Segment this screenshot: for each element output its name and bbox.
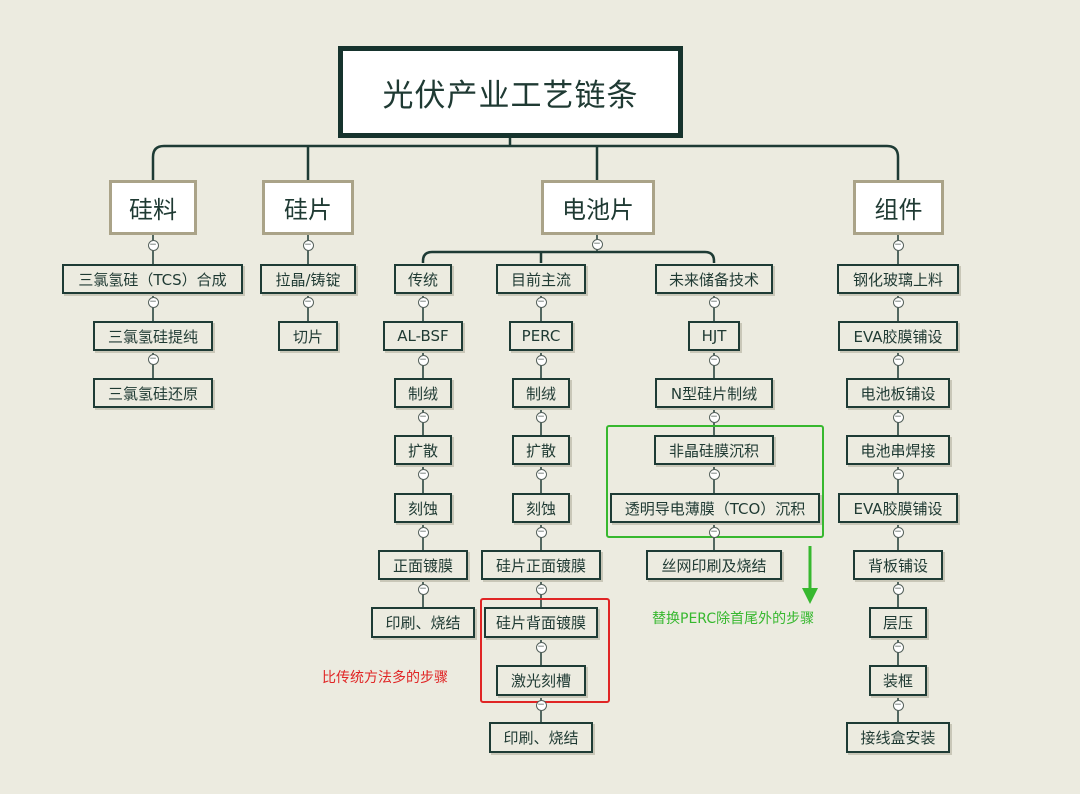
step-framing[interactable]: 装框 — [869, 665, 927, 696]
collapse-toggle-icon[interactable]: − — [535, 468, 547, 480]
step-eva-laying[interactable]: EVA胶膜铺设 — [838, 321, 958, 351]
step-backsheet-laying[interactable]: 背板铺设 — [853, 550, 943, 580]
collapse-toggle-icon[interactable]: − — [147, 296, 159, 308]
branch-future[interactable]: 未来储备技术 — [655, 264, 773, 294]
branch-traditional[interactable]: 传统 — [394, 264, 452, 294]
step-amorphous-deposition[interactable]: 非晶硅膜沉积 — [654, 435, 774, 465]
step-printing-sintering[interactable]: 印刷、烧结 — [489, 722, 593, 753]
step-tcs-purification[interactable]: 三氯氢硅提纯 — [93, 321, 213, 351]
step-perc[interactable]: PERC — [509, 321, 573, 351]
root-title: 光伏产业工艺链条 — [338, 46, 683, 138]
down-arrow-icon — [802, 546, 818, 604]
collapse-toggle-icon[interactable]: − — [892, 583, 904, 595]
step-al-bsf[interactable]: AL-BSF — [383, 321, 463, 351]
collapse-toggle-icon[interactable]: − — [892, 296, 904, 308]
collapse-toggle-icon[interactable]: − — [302, 296, 314, 308]
collapse-toggle-icon[interactable]: − — [892, 354, 904, 366]
step-texturing[interactable]: 制绒 — [512, 378, 570, 408]
collapse-toggle-icon[interactable]: − — [417, 526, 429, 538]
collapse-toggle-icon[interactable]: − — [535, 411, 547, 423]
step-printing-sintering[interactable]: 印刷、烧结 — [371, 607, 475, 638]
step-tcs-synthesis[interactable]: 三氯氢硅（TCS）合成 — [62, 264, 243, 294]
collapse-toggle-icon[interactable]: − — [892, 468, 904, 480]
collapse-toggle-icon[interactable]: − — [892, 641, 904, 653]
collapse-toggle-icon[interactable]: − — [708, 468, 720, 480]
collapse-toggle-icon[interactable]: − — [591, 238, 603, 250]
step-lamination[interactable]: 层压 — [869, 607, 927, 638]
collapse-toggle-icon[interactable]: − — [535, 296, 547, 308]
collapse-toggle-icon[interactable]: − — [535, 699, 547, 711]
step-hjt[interactable]: HJT — [688, 321, 740, 351]
collapse-toggle-icon[interactable]: − — [892, 526, 904, 538]
step-texturing[interactable]: 制绒 — [394, 378, 452, 408]
collapse-toggle-icon[interactable]: − — [535, 583, 547, 595]
step-tempered-glass-loading[interactable]: 钢化玻璃上料 — [837, 264, 959, 294]
collapse-toggle-icon[interactable]: − — [535, 641, 547, 653]
collapse-toggle-icon[interactable]: − — [302, 239, 314, 251]
step-laser-grooving[interactable]: 激光刻槽 — [496, 665, 586, 696]
collapse-toggle-icon[interactable]: − — [892, 699, 904, 711]
step-etching[interactable]: 刻蚀 — [512, 493, 570, 523]
category-wafer[interactable]: 硅片 — [262, 180, 354, 235]
step-screen-printing-sintering[interactable]: 丝网印刷及烧结 — [646, 550, 782, 580]
category-module[interactable]: 组件 — [853, 180, 944, 235]
step-diffusion[interactable]: 扩散 — [394, 435, 452, 465]
step-crystal-pulling[interactable]: 拉晶/铸锭 — [260, 264, 356, 294]
collapse-toggle-icon[interactable]: − — [147, 353, 159, 365]
branch-mainstream[interactable]: 目前主流 — [496, 264, 586, 294]
collapse-toggle-icon[interactable]: − — [892, 411, 904, 423]
step-diffusion[interactable]: 扩散 — [512, 435, 570, 465]
collapse-toggle-icon[interactable]: − — [417, 468, 429, 480]
step-tco-deposition[interactable]: 透明导电薄膜（TCO）沉积 — [610, 493, 820, 523]
extra-steps-note: 比传统方法多的步骤 — [322, 670, 448, 686]
step-eva-laying-2[interactable]: EVA胶膜铺设 — [838, 493, 958, 523]
collapse-toggle-icon[interactable]: − — [535, 354, 547, 366]
collapse-toggle-icon[interactable]: − — [417, 354, 429, 366]
step-slicing[interactable]: 切片 — [278, 321, 338, 351]
step-etching[interactable]: 刻蚀 — [394, 493, 452, 523]
collapse-toggle-icon[interactable]: − — [417, 583, 429, 595]
collapse-toggle-icon[interactable]: − — [708, 354, 720, 366]
step-string-welding[interactable]: 电池串焊接 — [846, 435, 950, 465]
collapse-toggle-icon[interactable]: − — [417, 411, 429, 423]
step-junction-box-install[interactable]: 接线盒安装 — [846, 722, 950, 753]
step-front-coating[interactable]: 正面镀膜 — [378, 550, 468, 580]
step-wafer-back-coating[interactable]: 硅片背面镀膜 — [484, 607, 598, 638]
collapse-toggle-icon[interactable]: − — [708, 411, 720, 423]
collapse-toggle-icon[interactable]: − — [147, 239, 159, 251]
collapse-toggle-icon[interactable]: − — [417, 296, 429, 308]
collapse-toggle-icon[interactable]: − — [708, 296, 720, 308]
category-silicon-material[interactable]: 硅料 — [109, 180, 197, 235]
step-wafer-front-coating[interactable]: 硅片正面镀膜 — [481, 550, 601, 580]
step-cell-board-laying[interactable]: 电池板铺设 — [846, 378, 950, 408]
collapse-toggle-icon[interactable]: − — [708, 526, 720, 538]
step-n-type-texturing[interactable]: N型硅片制绒 — [655, 378, 773, 408]
replacement-steps-note: 替换PERC除首尾外的步骤 — [652, 611, 815, 627]
step-tcs-reduction[interactable]: 三氯氢硅还原 — [93, 378, 213, 408]
category-cell[interactable]: 电池片 — [541, 180, 655, 235]
collapse-toggle-icon[interactable]: − — [892, 239, 904, 251]
collapse-toggle-icon[interactable]: − — [535, 526, 547, 538]
